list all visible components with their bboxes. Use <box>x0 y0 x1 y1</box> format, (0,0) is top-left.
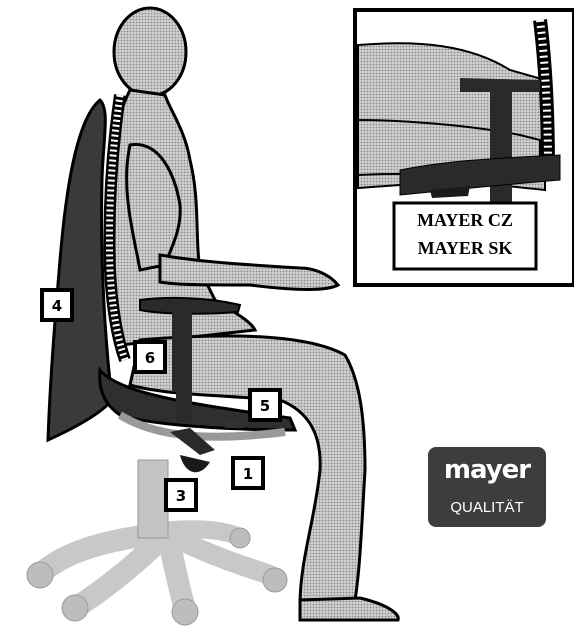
svg-text:4: 4 <box>52 297 62 315</box>
logo-tagline: QUALITÄT <box>450 499 523 516</box>
mayer-logo: mayer QUALITÄT <box>428 447 546 527</box>
callout-5: 5 <box>250 390 280 420</box>
svg-text:5: 5 <box>260 397 270 415</box>
svg-text:3: 3 <box>176 487 186 505</box>
callout-4: 4 <box>42 290 72 320</box>
svg-text:1: 1 <box>243 465 253 483</box>
callout-3: 3 <box>166 480 196 510</box>
inset-line-2: MAYER SK <box>418 238 513 258</box>
logo-brand: mayer <box>444 455 531 485</box>
inset-line-1: MAYER CZ <box>417 210 513 230</box>
inset-detail-panel: MAYER CZ MAYER SK <box>355 10 574 285</box>
callout-6: 6 <box>135 342 165 372</box>
svg-text:6: 6 <box>145 349 155 367</box>
callout-1: 1 <box>233 458 263 488</box>
